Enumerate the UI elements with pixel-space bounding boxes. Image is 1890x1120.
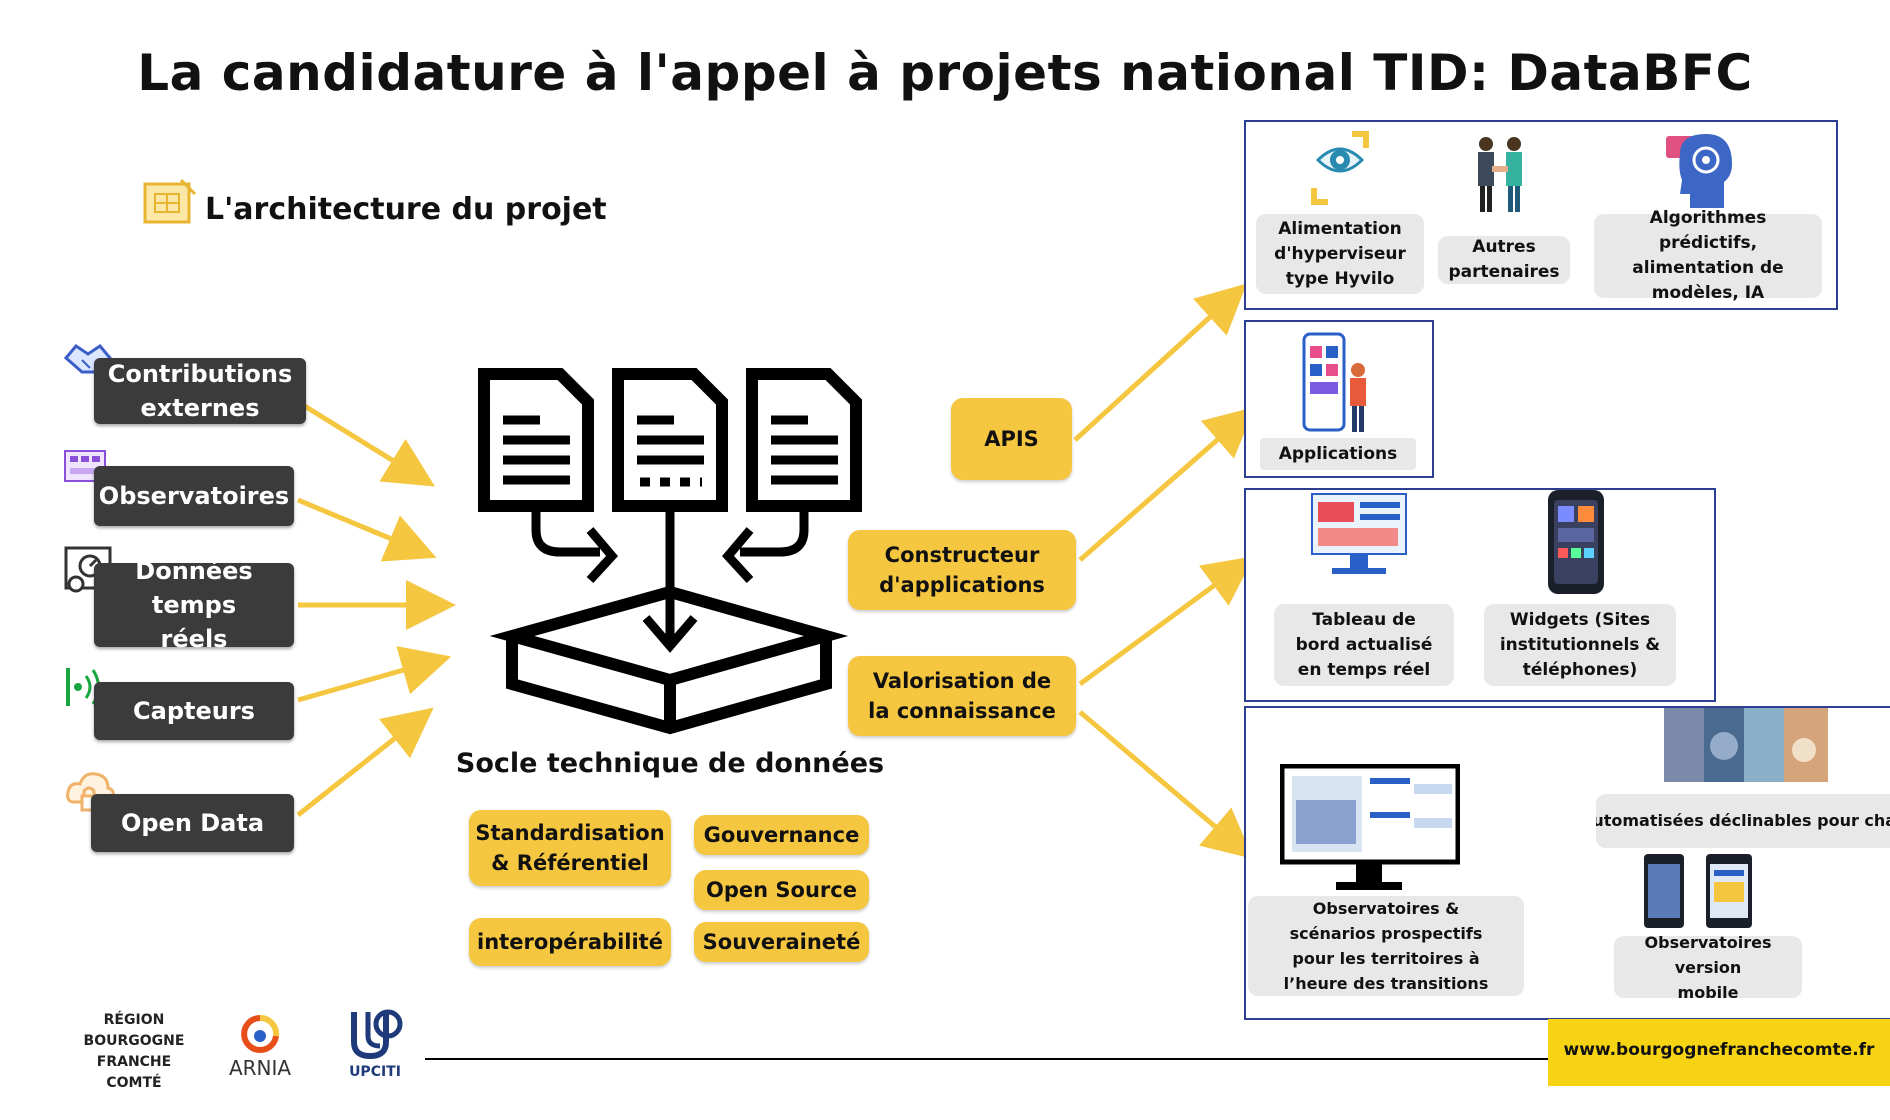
section-subtitle: L'architecture du projet — [205, 192, 607, 227]
arnia-logo: ARNIA — [220, 1012, 300, 1092]
output-constructeur: Constructeur d'applications — [848, 530, 1076, 610]
url-banner — [1548, 1019, 1890, 1086]
target-tableau-de-bord: Tableau de bord actualisé en temps réel — [1274, 604, 1454, 686]
arrow-valorisation-widgets — [1078, 556, 1255, 687]
target-productions: Productions automatisées déclinables pou… — [1596, 794, 1890, 848]
arrow-opendata — [296, 707, 434, 817]
arnia-label: ARNIA — [228, 1056, 292, 1080]
arrow-constructeur — [1078, 406, 1256, 562]
blueprint-icon — [143, 176, 197, 226]
arrow-valorisation-observatoires — [1078, 710, 1254, 859]
target-autres-partenaires: Autres partenaires — [1438, 236, 1570, 284]
mobile-devices-icon — [1642, 852, 1754, 930]
source-contributions: Contributions externes — [94, 358, 306, 424]
arrow-observatoires — [297, 497, 437, 562]
website-url[interactable]: www.bourgognefranchecomte.fr — [1563, 1040, 1875, 1060]
target-hyperviseur: Alimentation d'hyperviseur type Hyvilo — [1256, 214, 1424, 294]
source-observatoires: Observatoires — [94, 466, 294, 526]
partners-handshake-icon — [1472, 134, 1528, 214]
region-bfc-logo: RÉGION BOURGOGNE FRANCHE COMTÉ — [83, 1012, 185, 1091]
feature-gouvernance: Gouvernance — [694, 815, 869, 855]
monitor-icon — [1280, 764, 1460, 894]
output-apis: APIS — [951, 398, 1072, 480]
documents-database-icon — [478, 368, 862, 735]
target-observatoires-scenarios: Observatoires & scénarios prospectifs po… — [1248, 896, 1524, 996]
source-capteurs: Capteurs — [94, 682, 294, 740]
feature-interoperabilite: interopérabilité — [469, 918, 671, 966]
ai-head-icon — [1660, 130, 1740, 212]
arrow-apis — [1073, 283, 1247, 442]
page-title: La candidature à l'appel à projets natio… — [137, 44, 1753, 102]
target-mobile: Observatoires version mobile — [1614, 933, 1802, 1002]
upciti-logo: UPCITI — [340, 1006, 410, 1090]
target-algorithmes: Algorithmes prédictifs, alimentation de … — [1594, 208, 1822, 303]
target-applications: Applications — [1260, 438, 1416, 470]
dashboard-icon — [1310, 492, 1408, 584]
upciti-label: UPCITI — [349, 1064, 401, 1080]
arrow-capteurs — [297, 646, 452, 703]
eye-icon — [1308, 130, 1372, 210]
target-widgets: Widgets (Sites institutionnels & télépho… — [1484, 604, 1676, 686]
source-open-data: Open Data — [91, 794, 294, 852]
smartphone-widgets-icon — [1544, 488, 1608, 598]
feature-souverainete: Souveraineté — [694, 922, 869, 962]
feature-open-source: Open Source — [694, 870, 869, 910]
socle-label: Socle technique de données — [455, 748, 885, 779]
feature-standardisation: Standardisation & Référentiel — [469, 810, 671, 886]
source-donnees-temps-reels: Données temps réels — [94, 557, 294, 653]
map-collage-icon — [1664, 706, 1828, 784]
output-valorisation: Valorisation de la connaissance — [848, 656, 1076, 736]
phone-app-icon — [1300, 330, 1376, 436]
arrow-contributions — [296, 399, 436, 487]
